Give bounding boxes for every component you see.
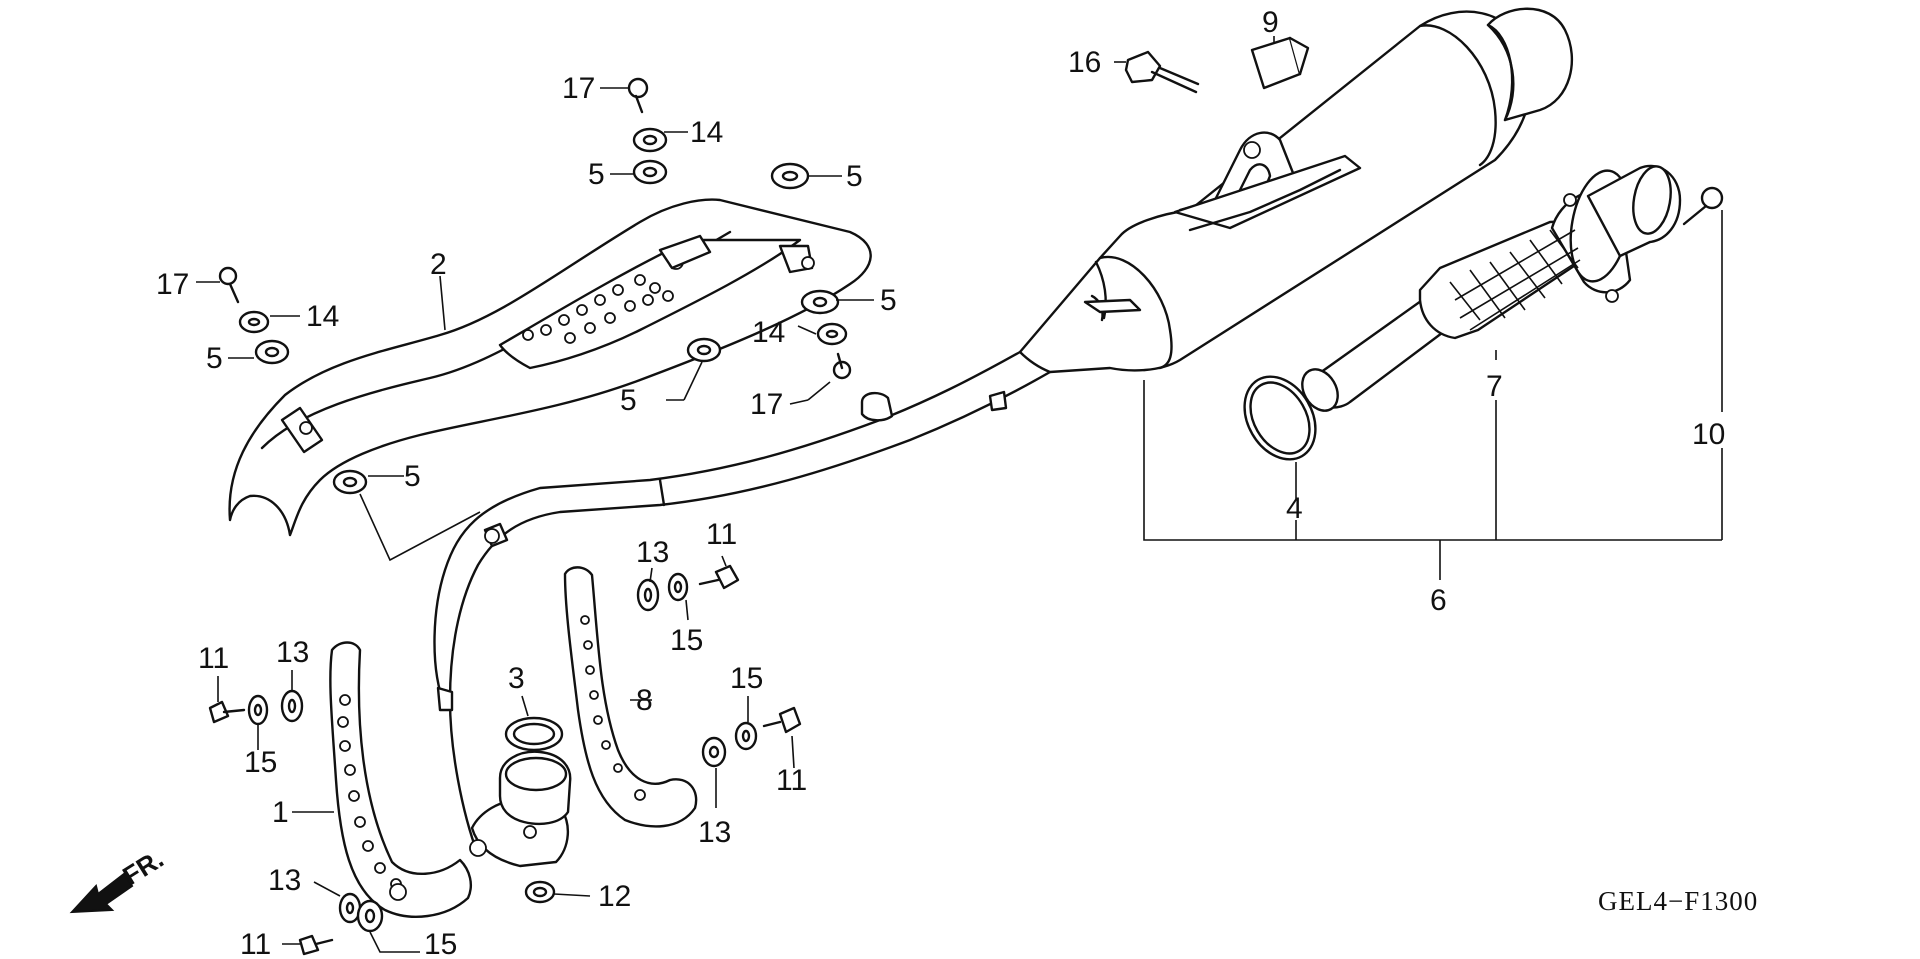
callout: 5 — [404, 460, 421, 493]
callout: 5 — [588, 158, 605, 191]
callout: 9 — [1262, 6, 1279, 39]
front-direction-arrow: FR. — [69, 843, 169, 914]
callout: 16 — [1068, 46, 1101, 79]
callout: 13 — [636, 536, 669, 569]
callout: 5 — [620, 384, 637, 417]
callout: 14 — [306, 300, 339, 333]
callout: 7 — [1486, 370, 1503, 403]
callout: 15 — [244, 746, 277, 779]
callout: 12 — [598, 880, 631, 913]
callout: 4 — [1286, 492, 1303, 525]
callout: 17 — [750, 388, 783, 421]
callout: 14 — [752, 316, 785, 349]
callout: 11 — [776, 764, 807, 797]
callout: 11 — [240, 928, 271, 959]
callout: 6 — [1430, 584, 1447, 617]
callout: 3 — [508, 662, 525, 695]
callout: 13 — [276, 636, 309, 669]
callout: 17 — [156, 268, 189, 301]
callout: 14 — [690, 116, 723, 149]
pipe-protector-upper — [563, 566, 698, 828]
callout: 1 — [272, 796, 289, 829]
callout: 5 — [206, 342, 223, 375]
callout: 15 — [730, 662, 763, 695]
exhaust-pipe — [433, 350, 1052, 868]
leader-lines — [196, 36, 1723, 953]
callout: 15 — [670, 624, 703, 657]
callout: 13 — [698, 816, 731, 849]
callout: 13 — [268, 864, 301, 897]
muffler — [1018, 7, 1573, 374]
tail-pipe — [1301, 164, 1682, 412]
diagram-code: GEL4−F1300 — [1598, 886, 1758, 916]
callout: 5 — [880, 284, 897, 317]
pipe-protector-lower — [329, 641, 472, 918]
callouts: 17 14 5 5 17 14 5 2 5 14 5 17 5 16 9 4 7… — [156, 6, 1725, 959]
callout: 5 — [846, 160, 863, 193]
callout: 11 — [706, 518, 737, 551]
hardware — [208, 36, 1724, 956]
callout-15-bottom: 15 — [424, 928, 457, 959]
callout: 11 — [198, 642, 229, 675]
callout: 17 — [562, 72, 595, 105]
callout: 8 — [636, 684, 653, 717]
callout: 10 — [1692, 418, 1725, 451]
callout: 2 — [430, 248, 447, 281]
